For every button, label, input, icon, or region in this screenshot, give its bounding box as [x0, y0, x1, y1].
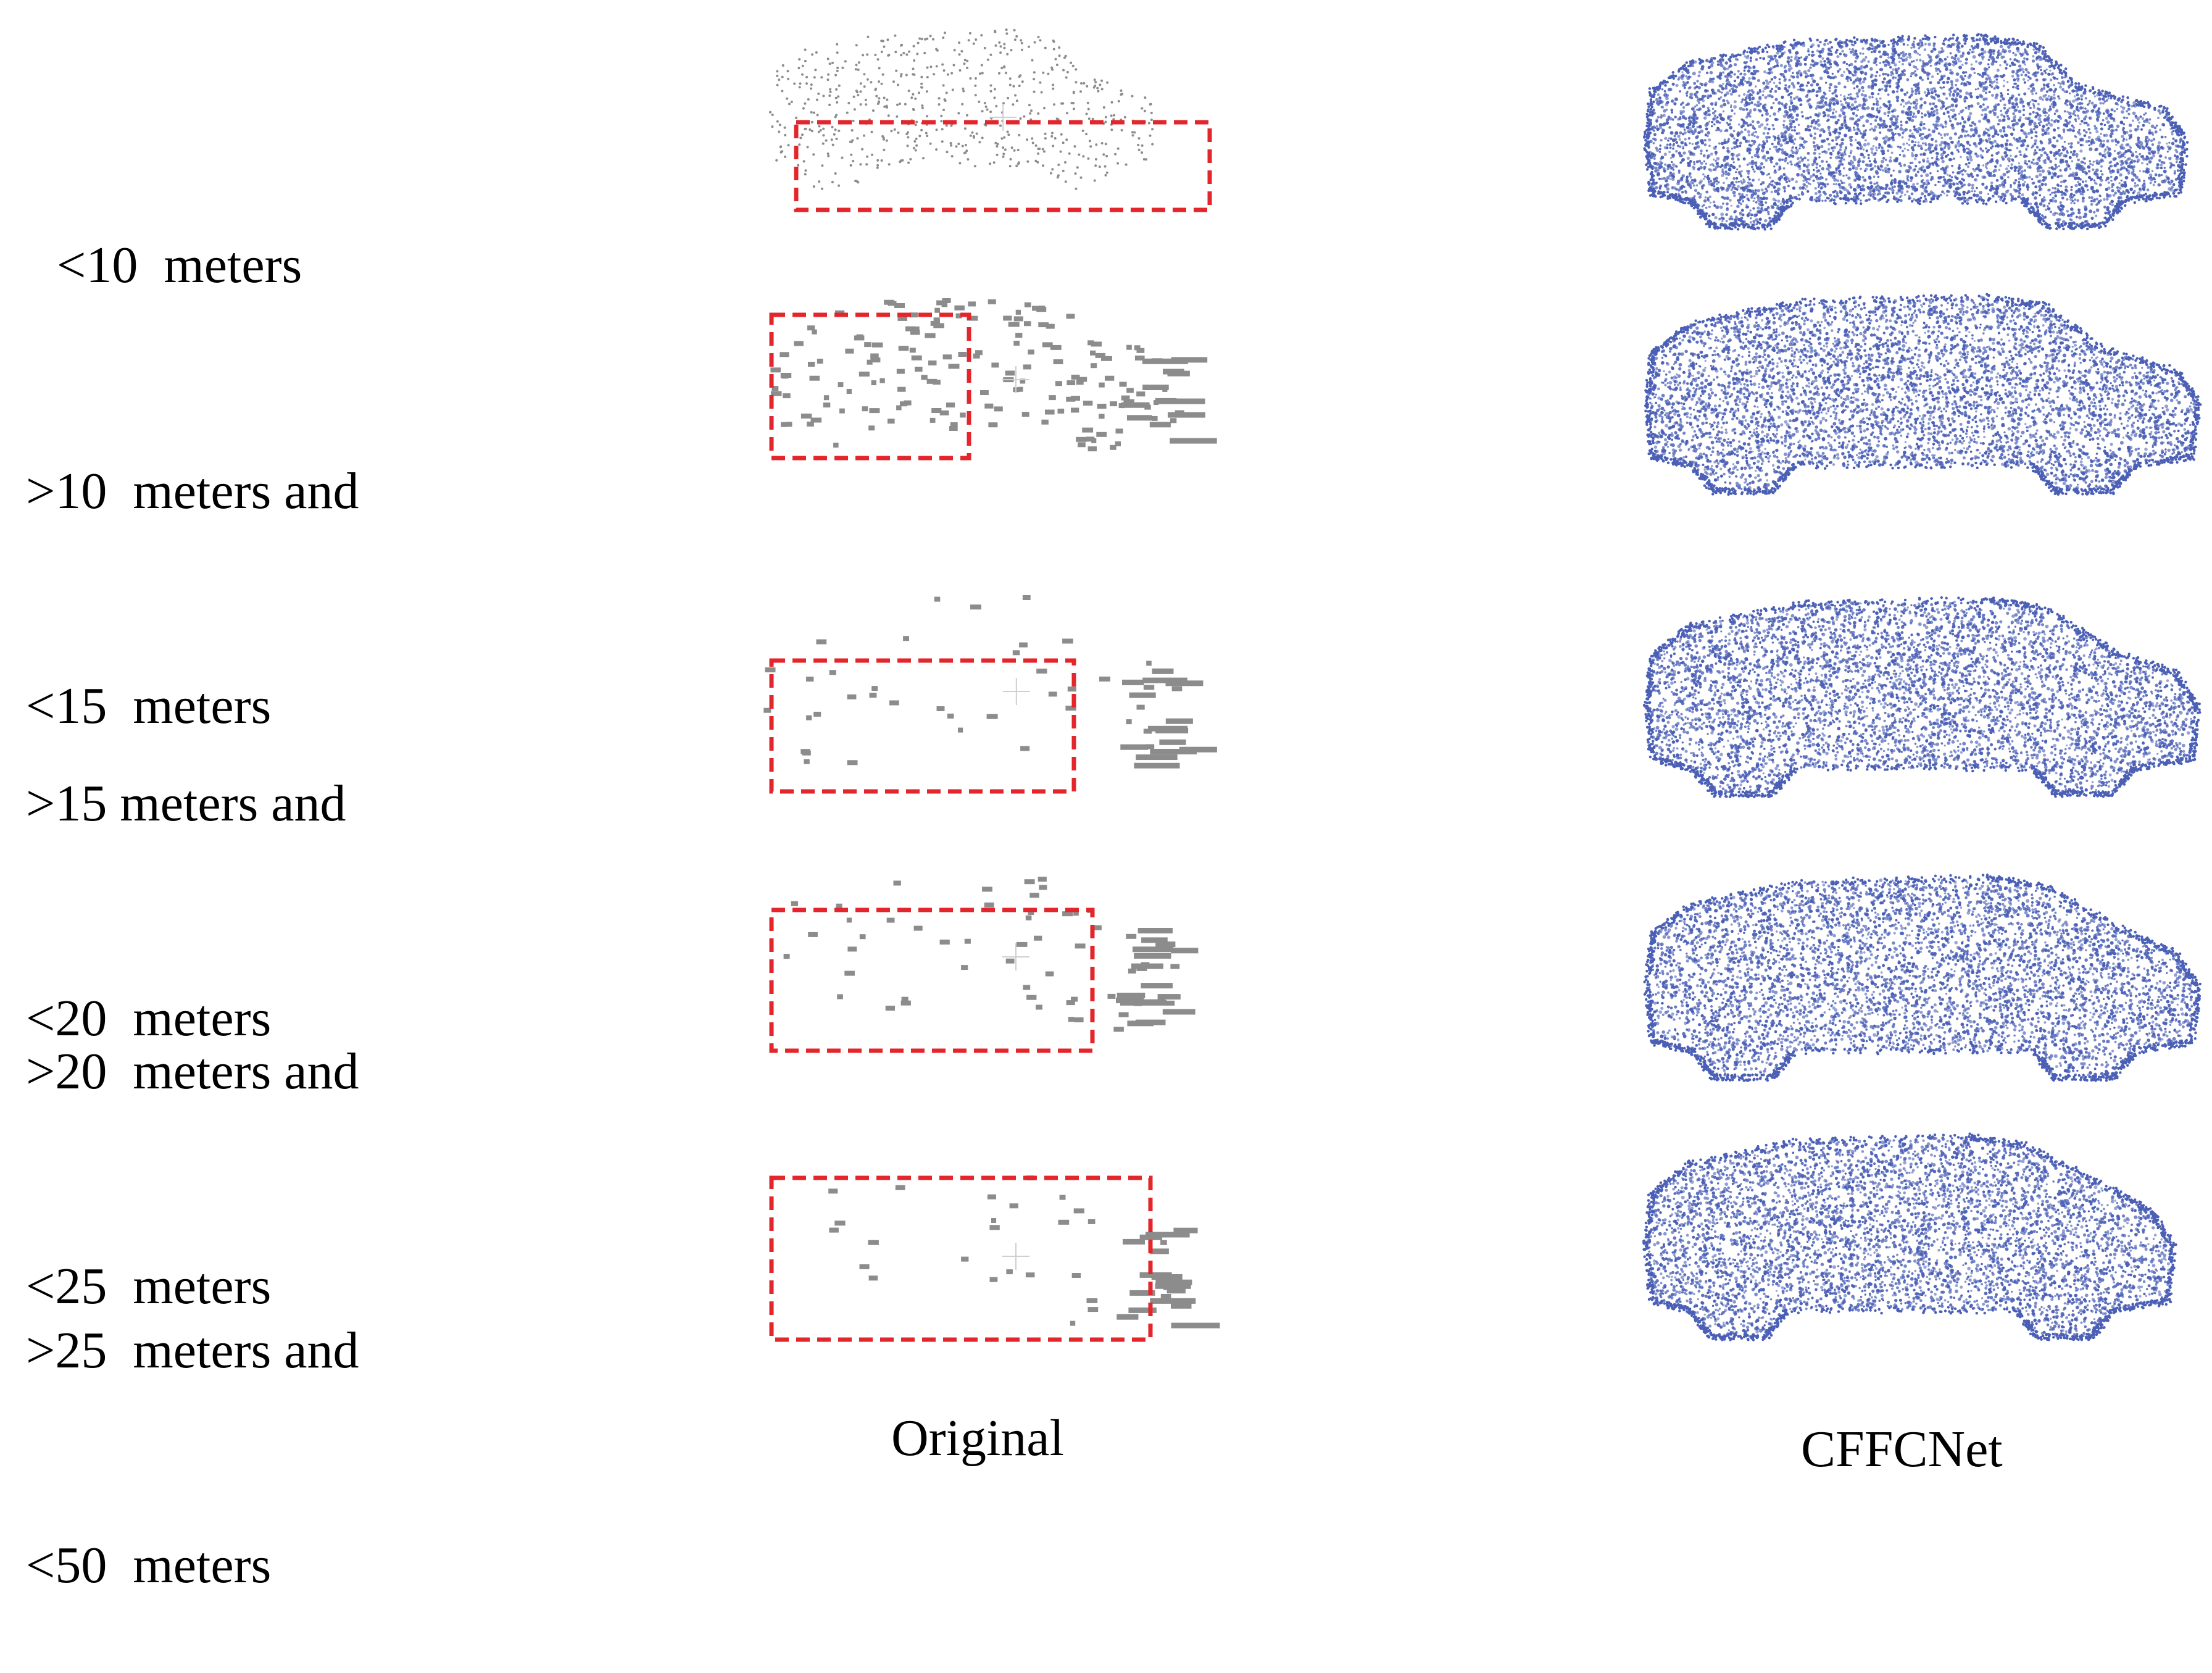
result-cloud-1: [1636, 25, 2191, 235]
result-cloud-2: [1636, 284, 2203, 500]
row-label-2-line1: >10 meters and: [26, 456, 359, 527]
original-cloud-4: [759, 858, 1253, 1056]
row-label-5-line1: >25 meters and: [26, 1315, 359, 1387]
result-cloud-3: [1636, 586, 2203, 803]
original-cloud-1: [759, 19, 1228, 216]
result-cloud-4: [1636, 864, 2203, 1087]
row-label-3-line1: >15 meters and: [26, 768, 346, 840]
row-label-1-line1: <10 meters: [57, 230, 302, 301]
original-cloud-2: [759, 284, 1253, 475]
original-panel-5: [759, 1161, 1253, 1352]
original-cloud-5: [759, 1161, 1253, 1352]
original-panel-2: [759, 284, 1253, 475]
original-panel-3: [747, 580, 1265, 803]
row-label-4-line1: >20 meters and: [26, 1036, 359, 1108]
column-label-cffcnet: CFFCNet: [1801, 1419, 2003, 1480]
result-cloud-5: [1636, 1124, 2179, 1346]
result-panel-3: [1636, 586, 2203, 803]
result-panel-5: [1636, 1124, 2179, 1346]
row-label-5: >25 meters and <50 meters: [26, 1172, 359, 1673]
result-panel-1: [1636, 25, 2191, 235]
column-label-original: Original: [891, 1408, 1064, 1469]
result-panel-2: [1636, 284, 2203, 500]
original-panel-4: [759, 858, 1253, 1056]
original-cloud-3: [747, 580, 1265, 803]
row-label-5-line2: <50 meters: [26, 1530, 359, 1601]
original-panel-1: [759, 19, 1228, 216]
result-panel-4: [1636, 864, 2203, 1087]
